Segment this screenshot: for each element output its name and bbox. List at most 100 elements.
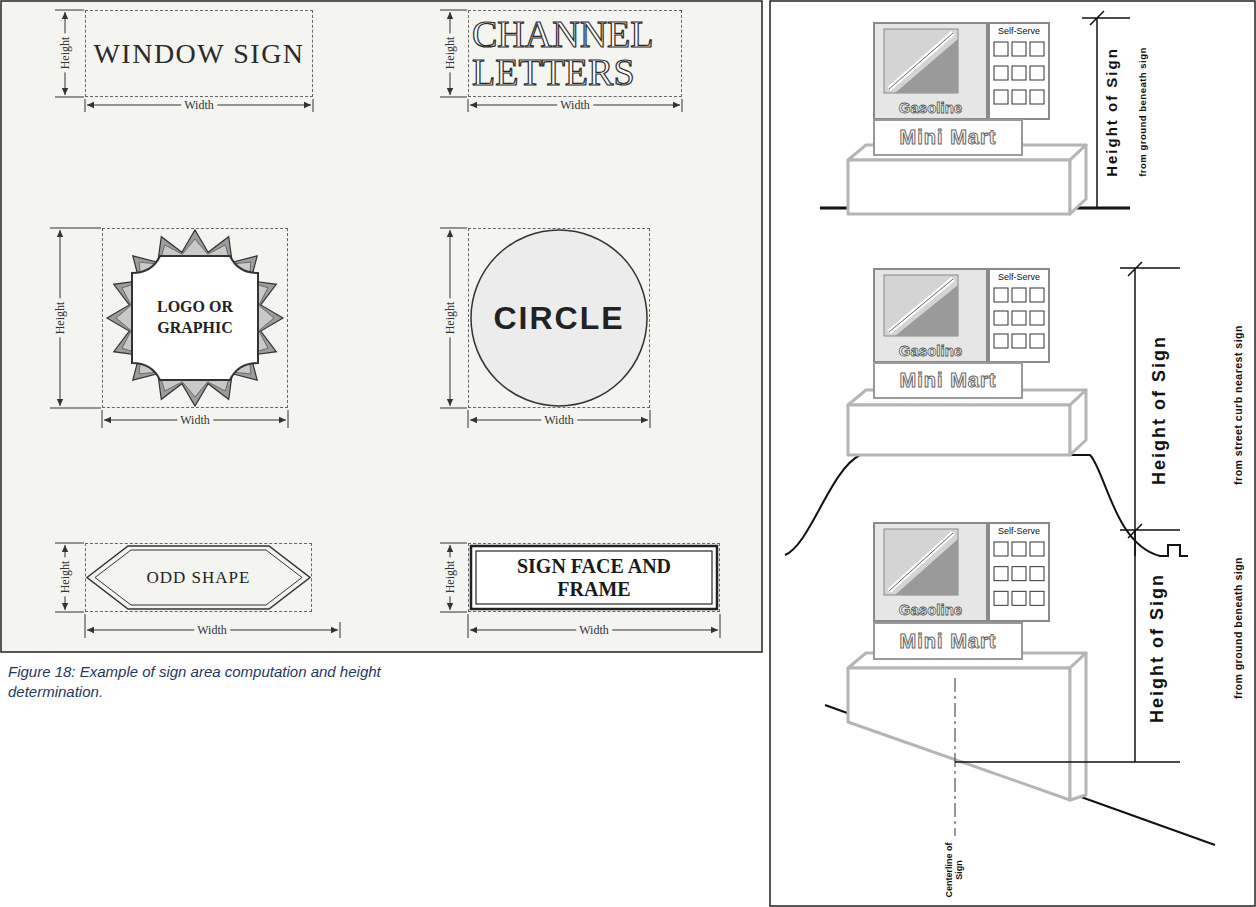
dimension-label: Width [541,413,577,427]
height-label: Height of Sign [1149,335,1171,485]
price-cell [994,90,1008,104]
price-cell [994,334,1008,348]
sign-text: CIRCLE [493,300,624,337]
dimension-label: Height [53,299,67,338]
price-cell [1030,66,1044,80]
frame-inner [476,551,712,604]
sign-text: ODD SHAPE [147,568,251,588]
framed-sign: SIGN FACE AND FRAME [468,543,720,612]
gasoline-panel: Gasoline [873,522,988,622]
price-cell [1012,66,1026,80]
frame-outer [471,546,717,609]
dimension-tick [85,614,340,638]
sign-text: WINDOW SIGN [93,38,304,70]
height-line [1134,268,1136,556]
dimension-label: Height [443,34,457,73]
price-cell [1030,42,1044,56]
logo-square [884,529,958,595]
sign-base [848,390,1086,455]
left-panel [1,1,762,652]
dimension-label: Width [181,98,217,112]
height-label: Height of Sign [1147,573,1169,723]
sign-text: Self-Serve [998,270,1040,282]
sign-text: Mini Mart [900,126,997,149]
gasoline-panel: Gasoline [873,22,988,120]
logo-stripe-edge [889,33,953,89]
sign-text: CHANNEL LETTERS [469,16,672,90]
centerline-label: Centerline of Sign [945,840,965,900]
price-cell [1012,90,1026,104]
base-side [1070,390,1086,455]
window-sign: WINDOW SIGN [85,10,313,97]
sign-text: LOGO OR GRAPHIC [153,297,237,339]
hexagon-shape [87,546,310,609]
star-shape [107,230,283,406]
base-front [848,668,1070,800]
self-serve-panel: Self-Serve [988,522,1050,622]
dimension-tick [468,410,650,428]
dimension-label: Height [58,558,72,597]
price-grid [990,524,1048,620]
price-cell [1030,591,1044,605]
circle-sign: CIRCLE [468,228,650,408]
logo-triangle [895,539,958,595]
dimension-label: Width [557,98,593,112]
centerline [955,678,956,836]
hexagon-inner [95,550,302,605]
logo-stripe-edge [889,533,953,591]
height-dimension [1120,262,1180,556]
sign-text: Self-Serve [998,24,1040,36]
price-cell [994,288,1008,302]
sign-text: Gasoline [899,99,962,118]
dimension-tick [55,543,84,612]
sign-base [848,653,1086,800]
price-cell [994,42,1008,56]
dimension-tick [102,410,288,428]
base-front [848,160,1070,214]
sign-text: Gasoline [899,342,962,361]
price-cell [1012,567,1026,581]
circle-shape [471,230,647,406]
price-cell [1012,311,1026,325]
sign-text: Self-Serve [998,524,1040,536]
price-grid [990,270,1048,361]
price-cell [1030,288,1044,302]
mini-mart-panel: Mini Mart [873,622,1023,660]
dimension-label: Height [443,299,457,338]
dimension-tick [50,228,101,408]
price-cell [1012,542,1026,556]
dimension-tick [468,614,720,638]
channel-letters-sign: CHANNEL LETTERS [468,10,682,97]
self-serve-panel: Self-Serve [988,22,1050,120]
star-inner [116,239,274,397]
logo-square [884,275,958,336]
price-cell [994,591,1008,605]
logo-stripe-edge [889,279,953,332]
base-side [1070,653,1086,800]
dimension-label: Width [194,623,230,637]
mini-mart-panel: Mini Mart [873,362,1023,399]
shield-shape [132,256,258,380]
logo-sign: LOGO OR GRAPHIC [102,228,288,408]
sign-text: Mini Mart [900,630,997,653]
height-line [1134,530,1136,762]
dimension-label: Width [177,413,213,427]
base-side [1070,145,1086,214]
price-cell [1012,288,1026,302]
price-cell [1030,311,1044,325]
price-cell [994,567,1008,581]
price-cell [994,542,1008,556]
dimension-tick [440,228,467,408]
dimension-tick [1082,11,1130,25]
right-panel [770,1,1255,906]
dimension-lines [50,10,720,638]
dimension-tick [1120,262,1180,276]
logo-stripe [889,533,953,591]
sign-text: Gasoline [899,601,962,620]
sign-text: Mini Mart [900,369,997,392]
self-serve-panel: Self-Serve [988,268,1050,363]
price-cell [1030,567,1044,581]
dimension-label: Height [58,34,72,73]
